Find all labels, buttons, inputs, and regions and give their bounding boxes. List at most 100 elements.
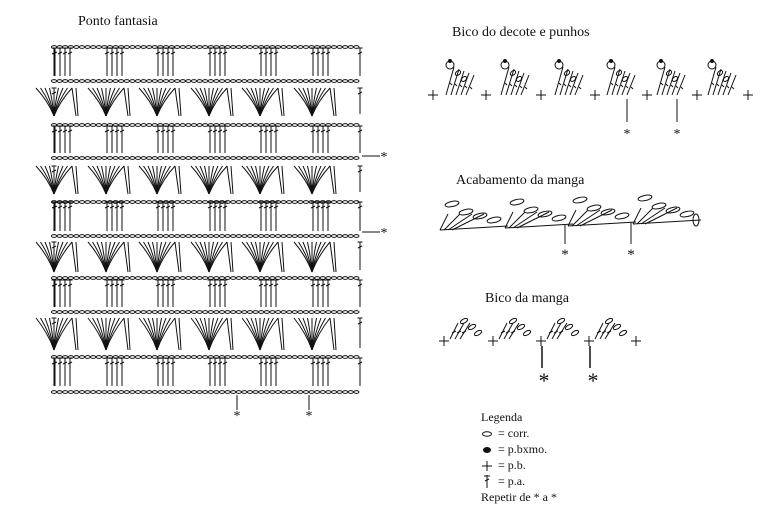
shell-stitch — [333, 317, 337, 351]
dc-slash — [165, 361, 171, 365]
dc-stitch — [155, 47, 161, 76]
fan-slash — [464, 85, 468, 89]
chain-oval — [241, 390, 248, 394]
fan-stitch — [632, 207, 642, 225]
dc-slash — [357, 361, 363, 365]
chain-oval — [342, 79, 349, 83]
dc-slash — [67, 205, 73, 209]
chain-oval — [207, 156, 214, 160]
dc-stitch — [207, 47, 213, 76]
chain-oval — [101, 156, 108, 160]
chain-oval — [302, 234, 310, 238]
dc-stitch — [170, 357, 176, 386]
fan-stitch — [500, 66, 510, 96]
dc-slash — [263, 283, 269, 287]
chain-oval — [202, 79, 209, 83]
dc-slash — [160, 205, 166, 209]
fan-stitch — [445, 66, 455, 96]
chain-oval — [258, 310, 265, 314]
shell-stitch — [241, 165, 261, 195]
dc-stitch — [165, 357, 171, 386]
dc-stitch — [258, 357, 264, 386]
chain-oval — [174, 310, 181, 314]
chain-oval — [129, 390, 136, 394]
dc-stitch — [320, 201, 326, 231]
dc-slash — [119, 283, 125, 287]
chain-oval — [174, 234, 181, 238]
chain-oval — [319, 276, 326, 280]
chain-oval — [213, 310, 220, 314]
shell-stitch — [87, 241, 107, 273]
dc-slash — [273, 283, 279, 287]
chain-oval — [213, 156, 220, 160]
chain-oval — [308, 276, 315, 280]
dc-stitch — [217, 125, 223, 153]
dc-stitch — [212, 201, 218, 231]
chain-oval — [459, 317, 469, 325]
dc-slash — [109, 283, 115, 287]
chain-oval — [140, 123, 147, 127]
chain-oval — [224, 390, 231, 394]
chain-oval — [62, 234, 69, 238]
single-crochet-plus — [481, 90, 491, 100]
dc-stitch — [119, 201, 125, 231]
shell-stitch — [105, 165, 125, 195]
fan-stitch — [515, 72, 525, 96]
chain-oval — [140, 79, 147, 83]
dc-stitch — [67, 279, 73, 307]
fan-stitch — [571, 209, 589, 227]
single-crochet-plus — [584, 336, 594, 346]
chain-oval — [516, 323, 526, 331]
shell-stitch — [156, 165, 176, 195]
chain-oval — [665, 70, 673, 76]
dc-stitch — [170, 201, 176, 231]
dc-slash — [310, 129, 316, 133]
chain-oval — [252, 234, 259, 238]
dc-slash — [273, 129, 279, 133]
chain-oval — [297, 310, 304, 314]
chain-oval — [112, 234, 119, 238]
chain-oval — [218, 234, 226, 238]
dc-slash — [263, 51, 269, 55]
dc-stitch — [258, 47, 264, 76]
chain-oval — [336, 45, 343, 49]
chain-oval — [185, 79, 192, 83]
dc-slash — [315, 361, 321, 365]
chain-oval — [218, 310, 226, 314]
dc-slash — [62, 361, 68, 365]
dc-slash — [258, 51, 264, 55]
chain-oval — [600, 208, 616, 216]
chain-oval — [330, 79, 338, 83]
chain-oval — [185, 200, 192, 204]
chain-oval — [230, 390, 237, 394]
chain-oval — [472, 212, 488, 220]
chain-oval — [190, 123, 198, 127]
dc-slash — [51, 91, 57, 95]
chain-oval — [213, 276, 220, 280]
chain-oval — [146, 45, 153, 49]
chain-oval — [118, 390, 125, 394]
chain-oval — [84, 355, 91, 359]
chain-oval — [185, 45, 192, 49]
ponto-fantasia-chart — [35, 45, 363, 394]
fan-stitch — [551, 322, 562, 340]
dc-stitch — [325, 47, 331, 76]
chain-oval — [291, 45, 298, 49]
ponto-fantasia-title: Ponto fantasia — [78, 14, 158, 29]
chain-oval — [347, 390, 354, 394]
shell-stitch — [71, 317, 77, 351]
dc-slash — [263, 129, 269, 133]
fan-stitch — [717, 70, 727, 96]
fan-slash — [660, 82, 664, 86]
dc-stitch — [160, 125, 166, 153]
chain-oval — [67, 156, 74, 160]
fan-slash — [601, 330, 607, 334]
chain-oval — [252, 276, 259, 280]
dc-slash — [119, 361, 125, 365]
chain-oval — [174, 390, 181, 394]
chain-oval — [336, 123, 343, 127]
chain-oval — [325, 310, 332, 314]
chain-oval — [196, 123, 203, 127]
chain-oval — [196, 310, 203, 314]
chain-oval — [179, 234, 186, 238]
